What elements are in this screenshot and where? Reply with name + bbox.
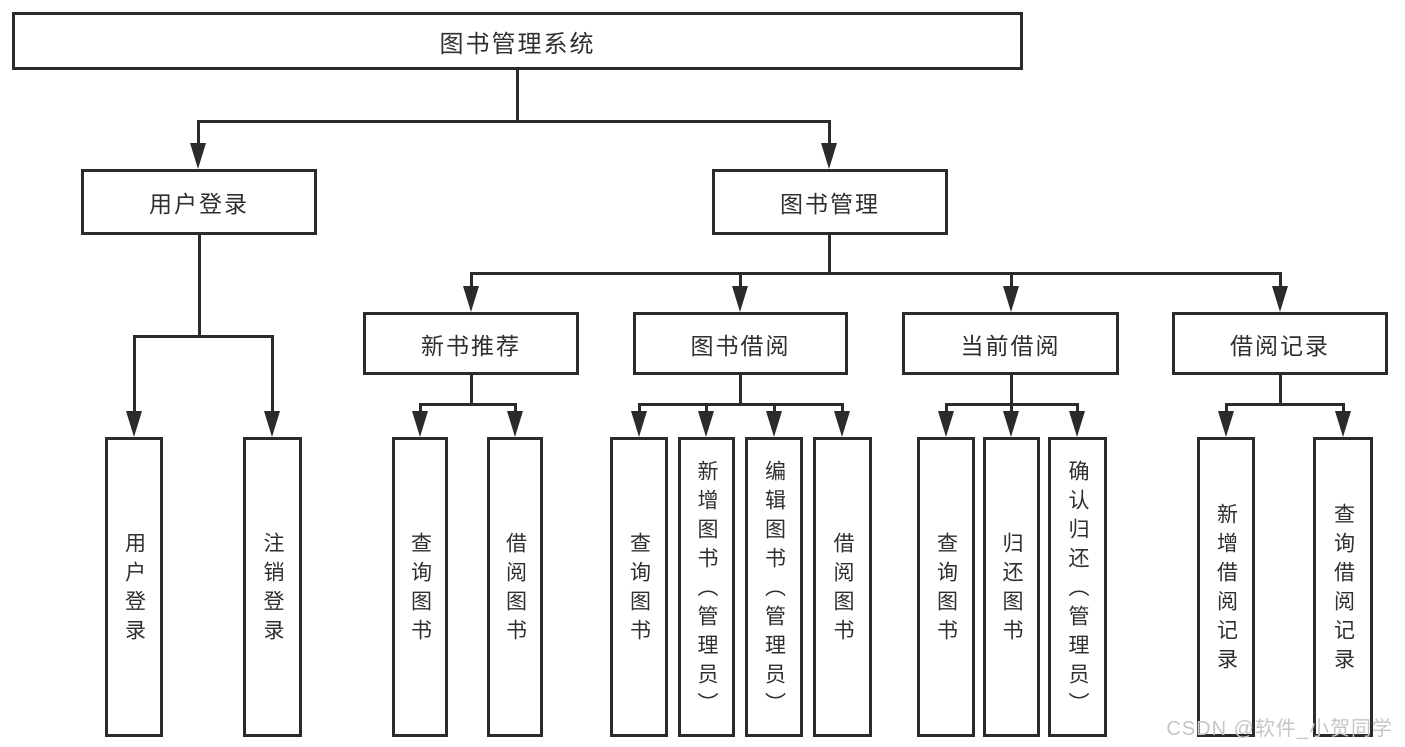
connector-to-book-management	[828, 120, 831, 146]
connector-user-login-rail	[133, 335, 274, 338]
arrowhead-leaf-borrow-book-2-icon	[834, 411, 850, 437]
connector-to-leaf-add-book	[705, 403, 708, 415]
leaf-logout: 注销登录	[243, 437, 302, 737]
leaf-edit-book-admin: 编辑图书（管理员）	[745, 437, 803, 737]
arrowhead-leaf-borrow-book-1-icon	[507, 411, 523, 437]
connector-borrow-records-stub	[1279, 375, 1282, 406]
connector-to-leaf-confirm-return	[1076, 403, 1079, 415]
leaf-query-book-3: 查询图书	[917, 437, 975, 737]
watermark: CSDN @软件_小贺同学	[1166, 718, 1393, 740]
connector-to-leaf-borrow-book-2	[841, 403, 844, 415]
node-current-borrow: 当前借阅	[902, 312, 1119, 375]
connector-book-management-stub	[828, 235, 831, 275]
leaf-add-borrow-record: 新增借阅记录	[1197, 437, 1255, 737]
connector-to-book-borrow	[739, 272, 742, 290]
connector-to-leaf-edit-book	[773, 403, 776, 415]
node-user-login: 用户登录	[81, 169, 317, 235]
arrowhead-leaf-edit-book-icon	[766, 411, 782, 437]
connector-borrow-records-rail	[1225, 403, 1345, 406]
connector-to-borrow-records	[1279, 272, 1282, 290]
connector-root-stub	[516, 69, 519, 122]
node-book-borrow: 图书借阅	[633, 312, 848, 375]
leaf-borrow-book-2: 借阅图书	[813, 437, 872, 737]
connector-current-borrow-stub	[1010, 375, 1013, 406]
leaf-return-book: 归还图书	[983, 437, 1040, 737]
arrowhead-book-borrow-icon	[732, 286, 748, 312]
connector-to-leaf-query-book-3	[945, 403, 948, 415]
leaf-confirm-return-admin: 确认归还（管理员）	[1048, 437, 1107, 737]
connector-to-leaf-query-record	[1342, 403, 1345, 415]
arrowhead-user-login-icon	[190, 143, 206, 169]
arrowhead-borrow-records-icon	[1272, 286, 1288, 312]
leaf-borrow-book-1: 借阅图书	[487, 437, 543, 737]
leaf-add-book-admin: 新增图书（管理员）	[678, 437, 735, 737]
connector-book-borrow-stub	[739, 375, 742, 406]
arrowhead-current-borrow-icon	[1003, 286, 1019, 312]
arrowhead-leaf-query-record-icon	[1335, 411, 1351, 437]
connector-to-current-borrow	[1010, 272, 1013, 290]
node-book-management: 图书管理	[712, 169, 948, 235]
connector-to-user-login	[197, 120, 200, 146]
node-borrow-records: 借阅记录	[1172, 312, 1388, 375]
arrowhead-book-management-icon	[821, 143, 837, 169]
leaf-query-book-2: 查询图书	[610, 437, 668, 737]
connector-new-book-recommend-rail	[419, 403, 517, 406]
connector-new-book-recommend-stub	[470, 375, 473, 406]
arrowhead-leaf-confirm-return-icon	[1069, 411, 1085, 437]
arrowhead-leaf-user-login-icon	[126, 411, 142, 437]
connector-to-leaf-query-book-2	[638, 403, 641, 415]
connector-level3-rail	[470, 272, 1281, 275]
connector-to-leaf-borrow-book-1	[514, 403, 517, 415]
connector-level2-rail	[197, 120, 830, 123]
connector-to-leaf-logout	[271, 335, 274, 415]
leaf-user-login: 用户登录	[105, 437, 163, 737]
leaf-query-book-1: 查询图书	[392, 437, 448, 737]
connector-to-leaf-add-record	[1225, 403, 1228, 415]
connector-book-borrow-rail	[638, 403, 844, 406]
arrowhead-new-book-recommend-icon	[463, 286, 479, 312]
arrowhead-leaf-query-book-3-icon	[938, 411, 954, 437]
connector-to-leaf-query-book-1	[419, 403, 422, 415]
arrowhead-leaf-logout-icon	[264, 411, 280, 437]
arrowhead-leaf-add-record-icon	[1218, 411, 1234, 437]
connector-to-leaf-return-book	[1010, 403, 1013, 415]
connector-to-leaf-user-login	[133, 335, 136, 415]
arrowhead-leaf-add-book-icon	[698, 411, 714, 437]
leaf-query-borrow-record: 查询借阅记录	[1313, 437, 1373, 737]
connector-user-login-stub	[198, 235, 201, 337]
node-root: 图书管理系统	[12, 12, 1023, 70]
node-new-book-recommend: 新书推荐	[363, 312, 579, 375]
arrowhead-leaf-query-book-2-icon	[631, 411, 647, 437]
arrowhead-leaf-return-book-icon	[1003, 411, 1019, 437]
connector-to-new-book-recommend	[470, 272, 473, 290]
arrowhead-leaf-query-book-1-icon	[412, 411, 428, 437]
